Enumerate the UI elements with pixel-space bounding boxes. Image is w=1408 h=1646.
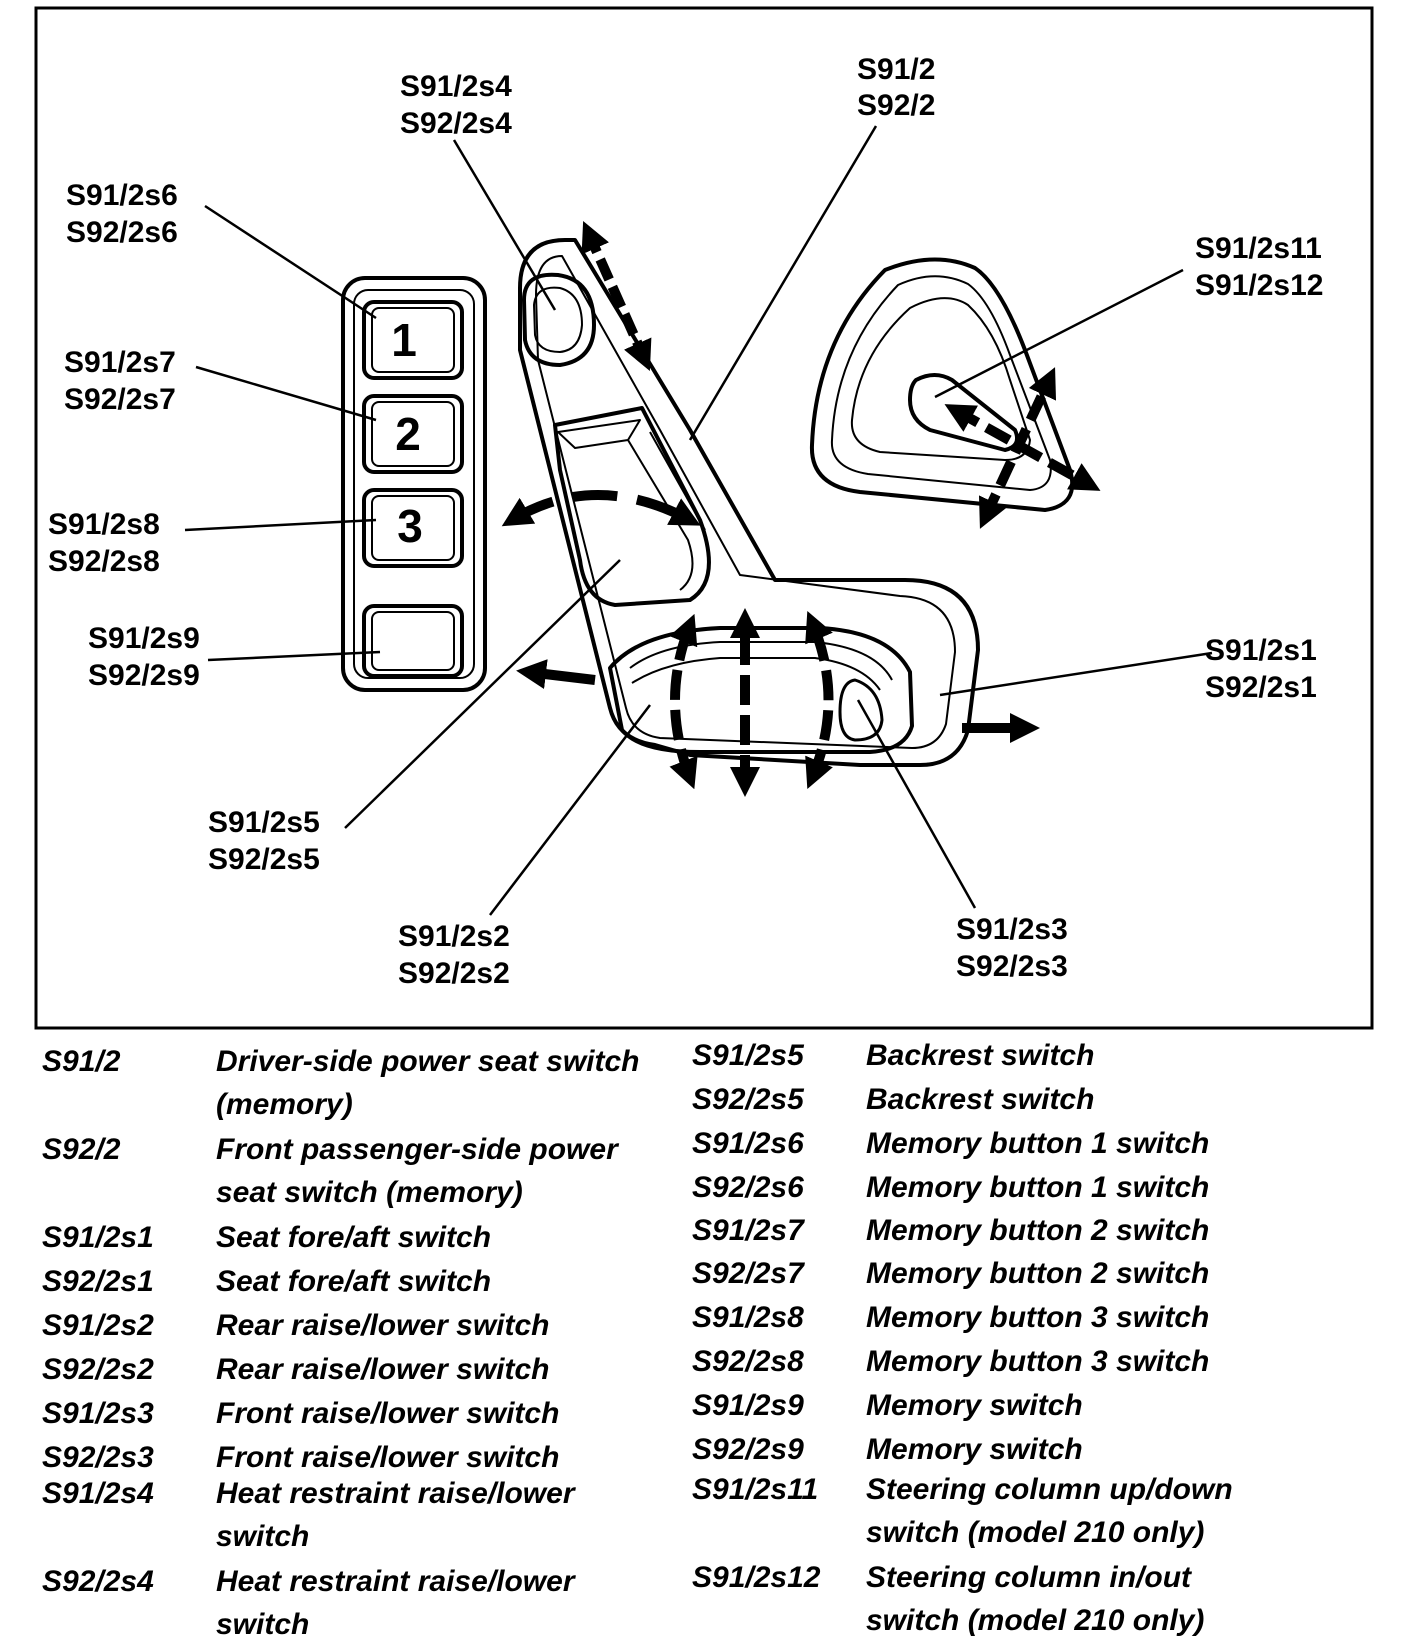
legend-description: Memory switch <box>866 1433 1083 1466</box>
callout-s11-line2: S91/2s12 <box>1195 269 1323 302</box>
legend-description: Memory button 1 switch <box>866 1127 1210 1160</box>
legend-description: Driver-side power seat switch <box>216 1045 640 1078</box>
legend-description: Heat restraint raise/lower <box>216 1477 575 1510</box>
callout-s9-line1: S91/2s9 <box>88 622 200 655</box>
legend-code: S91/2s7 <box>692 1214 804 1247</box>
callout-s3-line2: S92/2s3 <box>956 950 1068 983</box>
legend-code: S91/2s9 <box>692 1389 804 1422</box>
memory-button-3[interactable] <box>362 488 464 568</box>
legend-description: Memory button 2 switch <box>866 1257 1210 1290</box>
legend-code: S92/2s9 <box>692 1433 804 1466</box>
legend-code: S92/2s8 <box>692 1345 804 1378</box>
callout-s8-line1: S91/2s8 <box>48 508 160 541</box>
legend-code: S91/2s5 <box>692 1039 804 1072</box>
legend-description: Steering column in/out <box>866 1561 1192 1594</box>
legend-description: switch (model 210 only) <box>866 1604 1205 1637</box>
legend-description: Backrest switch <box>866 1083 1095 1116</box>
callout-s8-line2: S92/2s8 <box>48 545 160 578</box>
legend-left: S91/2 Driver-side power seat switch (memor… <box>0 0 690 1641</box>
callout-s1-line2: S92/2s1 <box>1205 671 1317 704</box>
callout-labels: S91/2s4 S92/2s4 S91/2 S92/2 S91/2s6 S92/… <box>48 53 1323 990</box>
seat-switch-diagram: 1 2 3 <box>34 6 1374 1030</box>
arrow-seat-back <box>516 659 596 690</box>
legend-code: S92/2s4 <box>42 1565 154 1598</box>
movement-arrows <box>501 221 1101 797</box>
legend-code: S91/2s3 <box>42 1397 154 1430</box>
legend-description: Heat restraint raise/lower <box>216 1565 575 1598</box>
memory-set-switch[interactable] <box>362 604 464 678</box>
arrow-front-raise <box>805 610 834 790</box>
legend-description: Steering column up/down <box>866 1473 1233 1506</box>
legend-code: S91/2s11 <box>692 1473 819 1506</box>
diagram-frame <box>34 6 1374 1030</box>
callout-s6-line1: S91/2s6 <box>66 179 178 212</box>
legend-description: Front raise/lower switch <box>216 1441 560 1474</box>
legend-code: S92/2s3 <box>42 1441 154 1474</box>
legend-code: S91/2s4 <box>42 1477 154 1510</box>
callout-s11-line1: S91/2s11 <box>1195 232 1322 265</box>
legend-code: S92/2s1 <box>42 1265 154 1298</box>
legend-description: Seat fore/aft switch <box>216 1221 492 1254</box>
legend-code: S92/2 <box>42 1133 121 1166</box>
legend-code: S91/2s2 <box>42 1309 154 1342</box>
legend-description: Memory button 3 switch <box>866 1345 1210 1378</box>
callout-s2-line2: S92/2s2 <box>398 957 510 990</box>
legend-description: Memory button 3 switch <box>866 1301 1210 1334</box>
memory-button-panel <box>341 276 487 692</box>
callout-s5-line1: S91/2s5 <box>208 806 320 839</box>
callout-s3-line1: S91/2s3 <box>956 913 1068 946</box>
legend-description: Seat fore/aft switch <box>216 1265 492 1298</box>
button-number-3: 3 <box>397 500 423 552</box>
legend-description: Memory button 1 switch <box>866 1171 1210 1204</box>
callout-s9-line2: S92/2s9 <box>88 659 200 692</box>
legend-description: switch <box>216 1520 310 1553</box>
arrow-backrest <box>501 490 701 527</box>
arrow-steering-inout <box>944 404 1101 491</box>
legend-description: Memory switch <box>866 1389 1083 1422</box>
legend-description: Memory button 2 switch <box>866 1214 1210 1247</box>
legend-code: S92/2s6 <box>692 1171 804 1204</box>
backrest-switch[interactable] <box>553 406 711 607</box>
legend-code: S91/2s8 <box>692 1301 804 1334</box>
button-number-1: 1 <box>391 314 417 366</box>
legend-code: S92/2s2 <box>42 1353 154 1386</box>
legend-description: Front passenger-side power <box>216 1133 618 1166</box>
legend-code: S92/2s7 <box>692 1257 804 1290</box>
legend-description: switch (model 210 only) <box>866 1516 1205 1549</box>
button-number-2: 2 <box>395 408 421 460</box>
callout-s4-line2: S92/2s4 <box>400 107 512 140</box>
legend-code: S92/2s5 <box>692 1083 804 1116</box>
callout-s7-line1: S91/2s7 <box>64 346 176 379</box>
legend-code: S91/2s6 <box>692 1127 804 1160</box>
legend-description: Backrest switch <box>866 1039 1095 1072</box>
callout-s6-line2: S92/2s6 <box>66 216 178 249</box>
legend-code: S91/2s1 <box>42 1221 154 1254</box>
legend-description: seat switch (memory) <box>216 1176 523 1209</box>
memory-button-2[interactable] <box>362 394 464 474</box>
callout-s7-line2: S92/2s7 <box>64 383 176 416</box>
legend-description: Rear raise/lower switch <box>216 1353 550 1386</box>
legend-code: S91/2 <box>42 1045 121 1078</box>
arrow-headrest <box>581 221 652 371</box>
legend-code: S91/2s12 <box>692 1561 821 1594</box>
callout-s2-line1: S91/2s2 <box>398 920 510 953</box>
legend-description: (memory) <box>216 1088 353 1121</box>
memory-button-1[interactable] <box>362 300 464 380</box>
callout-main-line1: S91/2 <box>857 53 935 86</box>
arrow-rear-raise <box>669 613 698 790</box>
legend-description: Rear raise/lower switch <box>216 1309 550 1342</box>
callout-s4-line1: S91/2s4 <box>400 70 512 103</box>
leader-lines <box>184 125 1213 916</box>
callout-s5-line2: S92/2s5 <box>208 843 320 876</box>
legend-description: Front raise/lower switch <box>216 1397 560 1430</box>
callout-s1-line1: S91/2s1 <box>1205 634 1317 667</box>
callout-main-line2: S92/2 <box>857 89 935 122</box>
